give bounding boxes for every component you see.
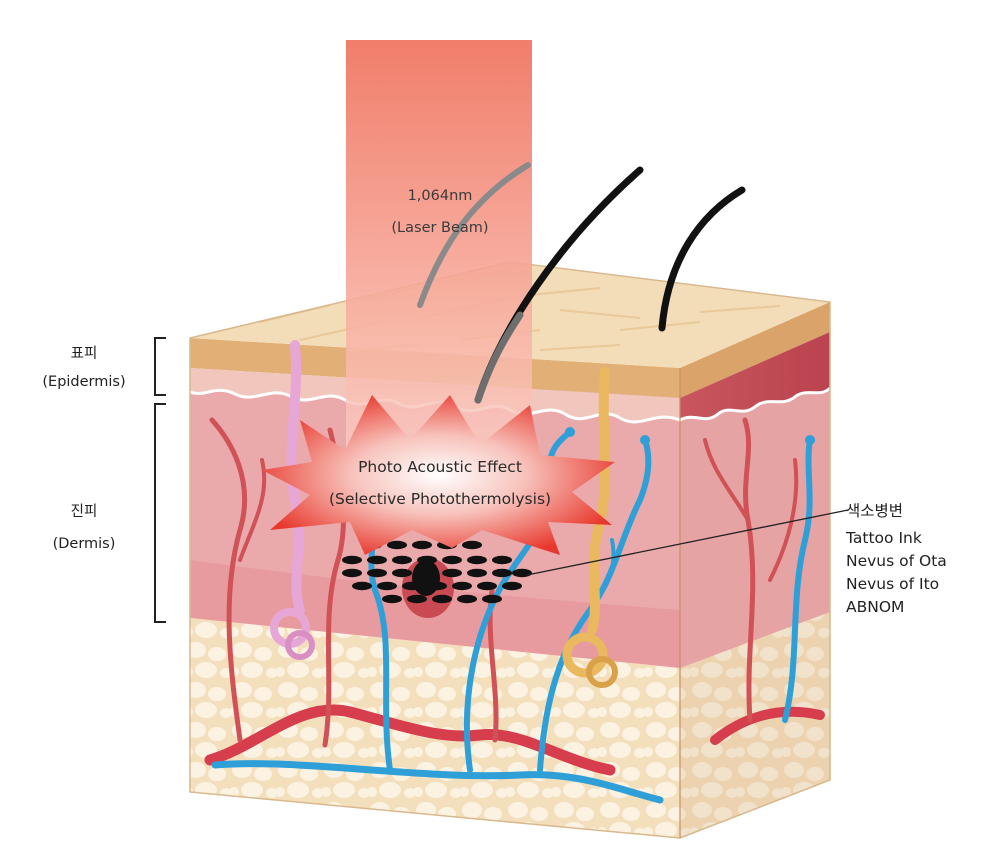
- beam-wavelength-label: 1,064nm: [408, 188, 473, 204]
- pigment-particle: [467, 555, 487, 565]
- epidermis-label-ko: 표피: [71, 345, 98, 362]
- hair: [658, 186, 746, 332]
- lesion-title: 색소병변: [846, 502, 903, 520]
- pigment-particle: [512, 568, 532, 578]
- epidermis-bracket: [154, 337, 166, 396]
- vein: [211, 760, 664, 804]
- pigment-particle: [367, 568, 387, 578]
- pigment-particle: [387, 540, 407, 550]
- lesion-leader-line: [526, 509, 849, 576]
- pigment-particle: [502, 581, 522, 591]
- pigment-particle: [442, 568, 462, 578]
- vein: [463, 429, 573, 773]
- pigment-particle: [342, 555, 362, 565]
- lesion-item: Nevus of Ota: [846, 552, 947, 570]
- hair: [417, 162, 531, 308]
- vein-end: [565, 427, 575, 437]
- pigment-particle: [482, 594, 502, 604]
- pigment-particles: [342, 540, 532, 604]
- pigment-particle: [342, 568, 362, 578]
- pigment-particle: [382, 594, 402, 604]
- pigment-particle: [412, 540, 432, 550]
- pigment-particle: [432, 594, 452, 604]
- effect-label-line2: (Selective Photothermolysis): [329, 490, 551, 508]
- side-junction: [680, 388, 830, 668]
- vein-end: [640, 435, 650, 445]
- sweat-gland-yellow: [562, 367, 618, 688]
- pigment-particle: [462, 540, 482, 550]
- dermis-label-ko: 진피: [71, 503, 98, 520]
- artery: [768, 458, 799, 582]
- pigment-particle: [492, 568, 512, 578]
- dermis-bracket: [154, 403, 166, 623]
- pigment-particle: [392, 568, 412, 578]
- photo-acoustic-burst: [262, 395, 615, 555]
- pigment-particle: [452, 581, 472, 591]
- pigment-particle: [467, 568, 487, 578]
- pigment-particle: [457, 594, 477, 604]
- side-epidermis: [680, 302, 830, 398]
- sweat-gland-pink: [270, 340, 315, 660]
- lesion-item: Tattoo Ink: [845, 529, 922, 547]
- hair-lower: [474, 311, 524, 404]
- artery: [209, 417, 247, 743]
- pigment-particle: [477, 581, 497, 591]
- pigment-particle: [442, 555, 462, 565]
- pigment-particle: [367, 555, 387, 565]
- hairs: [417, 162, 746, 404]
- beam-name-label: (Laser Beam): [391, 220, 488, 236]
- artery: [710, 706, 825, 745]
- effect-label-line1: Photo Acoustic Effect: [358, 458, 522, 476]
- pigment-particle: [492, 555, 512, 565]
- pigment-particle: [407, 594, 427, 604]
- lesion-item: Nevus of Ito: [846, 575, 939, 593]
- side-junction-outline: [679, 386, 832, 422]
- epidermis-label-en: (Epidermis): [42, 374, 125, 390]
- pigment-particle: [392, 555, 412, 565]
- dermis-label-en: (Dermis): [53, 536, 116, 552]
- pigment-lesion: [342, 540, 532, 618]
- pigment-particle: [352, 581, 372, 591]
- pigment-cluster: [412, 560, 440, 596]
- pigment-particle: [377, 581, 397, 591]
- artery: [703, 438, 750, 522]
- artery: [742, 417, 756, 723]
- vein-end: [805, 435, 815, 445]
- lesion-item: ABNOM: [846, 598, 904, 616]
- vein: [782, 437, 813, 723]
